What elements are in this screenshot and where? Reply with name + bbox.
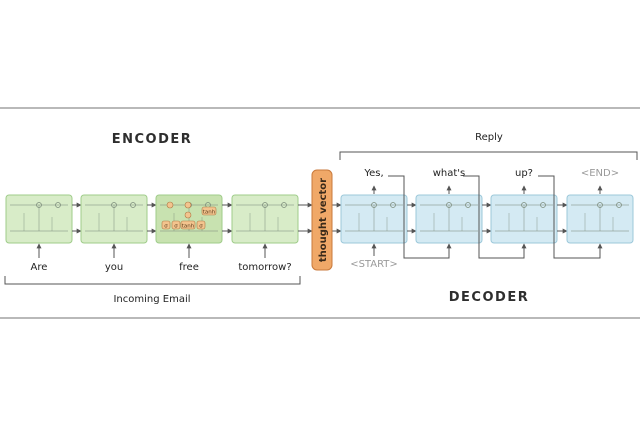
decoder-cell-2-op-add: [521, 202, 527, 208]
decoder-cell-1-op-mult: [465, 202, 471, 208]
thought-vector: thought vector: [311, 169, 333, 271]
gate-1: [171, 220, 181, 230]
gate-label-4: tanh: [203, 210, 216, 216]
gate-op-2: [184, 211, 192, 219]
decoder-cell-3: [566, 194, 634, 244]
gate-label-2: tanh: [182, 224, 195, 230]
reply-bracket: [339, 151, 638, 160]
encoder-cell-1: [80, 194, 148, 244]
encoder-input-word-2: free: [179, 262, 199, 273]
encoder-cell-0-op-mult: [55, 202, 61, 208]
decoder-cell-3-op-add: [597, 202, 603, 208]
decoder-output-word-2: up?: [515, 168, 533, 179]
gate-0: [161, 220, 171, 230]
thought-vector-label: thought vector: [318, 178, 329, 262]
encoder-cell-3: [231, 194, 299, 244]
decoder-cell-0: [340, 194, 408, 244]
encoder-title: ENCODER: [112, 132, 193, 147]
gate-3: [196, 220, 206, 230]
encoder-cell-0-op-add: [36, 202, 42, 208]
incoming-email-bracket: [4, 276, 301, 285]
reply-caption: Reply: [475, 132, 503, 143]
start-token: <START>: [350, 259, 398, 270]
gate-label-1: σ: [174, 224, 178, 230]
encoder-cell-3-op-add: [262, 202, 268, 208]
gate-4: [201, 206, 217, 216]
decoder-feedback-2: [538, 175, 603, 259]
decoder-output-word-0: Yes,: [363, 168, 383, 179]
decoder-feedback-1: [463, 175, 527, 259]
gate-label-3: σ: [199, 224, 203, 230]
thought-vector-box: [311, 169, 333, 271]
incoming-email-caption: Incoming Email: [113, 294, 190, 305]
decoder-output-word-3: <END>: [581, 168, 619, 179]
encoder-cell-1-op-add: [111, 202, 117, 208]
decoder-cell-1: [415, 194, 483, 244]
encoder-cell-1-op-mult: [130, 202, 136, 208]
decoder-title: DECODER: [449, 290, 529, 305]
decoder-cell-3-op-mult: [616, 202, 622, 208]
decoder-cell-0-op-mult: [390, 202, 396, 208]
decoder-cells: Yes, what's up? <END> <START>: [332, 168, 634, 270]
decoder-cell-2: [490, 194, 558, 244]
gate-op-1: [184, 201, 192, 209]
gate-label-0: σ: [164, 224, 168, 230]
gate-op-0: [166, 201, 174, 209]
encoder-input-word-1: you: [105, 262, 123, 273]
decoder-output-word-1: what's: [433, 168, 466, 179]
encoder-input-word-0: Are: [31, 262, 48, 273]
encoder-cell-3-op-mult: [281, 202, 287, 208]
encoder-cell-0: [5, 194, 73, 244]
encoder-input-word-3: tomorrow?: [238, 262, 291, 273]
gate-2: [180, 220, 196, 230]
decoder-cell-0-op-add: [371, 202, 377, 208]
decoder-feedback-0: [388, 175, 452, 259]
decoder-cell-2-op-mult: [540, 202, 546, 208]
decoder-cell-1-op-add: [446, 202, 452, 208]
